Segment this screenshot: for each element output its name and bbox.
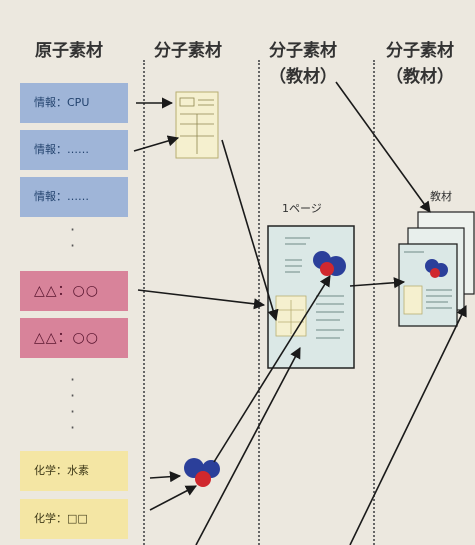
arrow [149,471,182,483]
arrow [149,485,197,511]
column-subtitle: （教材） [386,67,454,87]
atom-info-2: 情報：…… [20,177,128,217]
atom-info-1: 情報：…… [20,130,128,170]
column-subtitle: （教材） [269,67,337,87]
column-title: 分子素材 [154,41,222,61]
column-title: 原子素材 [35,41,103,61]
column-header-molecule-textbook-2: 分子素材 （教材） [365,38,475,90]
ellipsis-dots: ···· [70,370,76,437]
arrow [335,81,431,213]
column-header-molecules: 分子素材 [133,38,243,64]
arrow [221,139,279,322]
molecule-document-icon [175,91,219,159]
column-title: 分子素材 [269,41,337,61]
arrow [195,347,301,545]
column-header-atoms: 原子素材 [14,38,124,64]
arrow [349,304,467,545]
ellipsis-dots: ·· [70,220,76,255]
arrow [137,289,266,310]
arrows [133,81,467,545]
textbook-label: 教材 [430,190,452,203]
column-divider [373,60,375,545]
molecule-icon [184,458,220,487]
page-label: 1ページ [282,202,322,215]
column-header-molecule-textbook-1: 分子素材 （教材） [248,38,358,90]
textbook-stack-icon [398,211,475,327]
atom-info-cpu: 情報：CPU [20,83,128,123]
page-document-icon [267,225,355,369]
atom-pink-2: △△：○○ [20,318,128,358]
atom-chem-2: 化学：□□ [20,499,128,539]
atom-pink-1: △△：○○ [20,271,128,311]
arrow [133,135,180,152]
arrow [213,275,331,463]
column-title: 分子素材 [386,41,454,61]
atom-chem-hydrogen: 化学：水素 [20,451,128,491]
arrow [349,277,406,289]
column-divider [143,60,145,545]
